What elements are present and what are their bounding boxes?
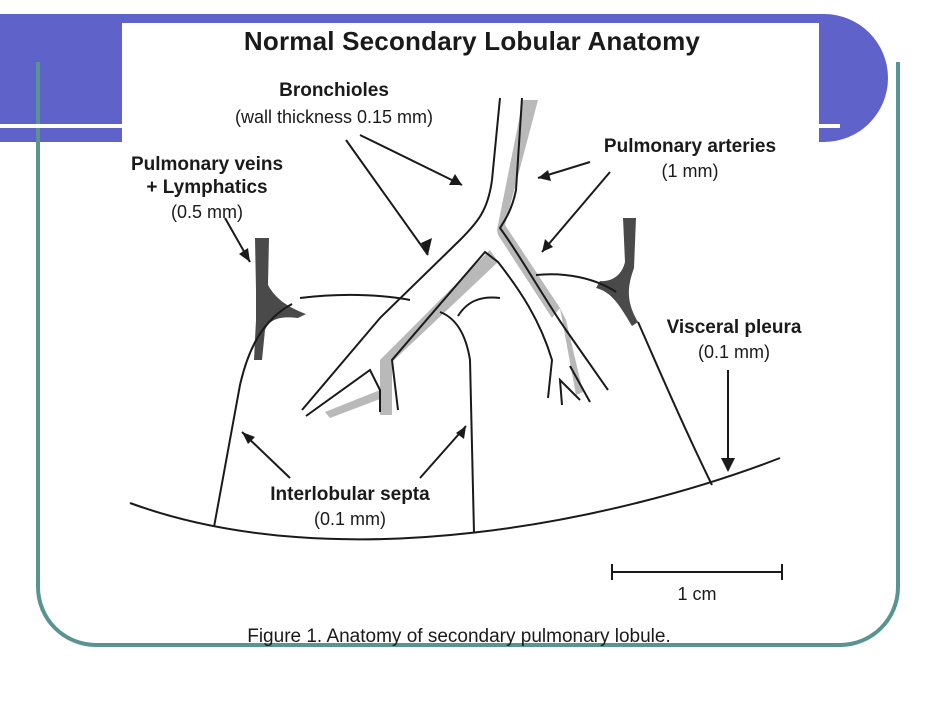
label-lymphatics: + Lymphatics: [146, 177, 267, 198]
label-interlobular-septa-detail: (0.1 mm): [314, 509, 386, 529]
label-interlobular-septa: Interlobular septa: [270, 484, 430, 505]
label-pulmonary-veins: Pulmonary veins: [131, 154, 283, 175]
scale-bar: [611, 564, 783, 580]
figure-title: Normal Secondary Lobular Anatomy: [243, 26, 701, 56]
slide-frame: [36, 62, 900, 647]
figure-panel: [122, 23, 819, 144]
label-bronchioles: Bronchioles: [279, 80, 389, 101]
label-bronchioles-detail: (wall thickness 0.15 mm): [235, 107, 433, 127]
label-visceral-pleura: Visceral pleura: [667, 317, 802, 338]
bronchiole-walls: [301, 97, 609, 417]
pulmonary-veins: [254, 218, 638, 360]
label-pulmonary-arteries-detail: (1 mm): [662, 161, 719, 181]
figure-caption: Figure 1. Anatomy of secondary pulmonary…: [247, 626, 671, 647]
label-pulmonary-veins-detail: (0.5 mm): [171, 202, 243, 222]
label-pulmonary-arteries: Pulmonary arteries: [604, 136, 776, 157]
arrows: [224, 134, 729, 479]
scale-bar-label: 1 cm: [677, 584, 716, 604]
interlobular-septa: [129, 273, 781, 541]
label-visceral-pleura-detail: (0.1 mm): [698, 342, 770, 362]
arrowheads: [239, 170, 735, 472]
diagram-labels: Bronchioles (wall thickness 0.15 mm) Pul…: [131, 80, 802, 604]
pulmonary-arteries-shading: [325, 100, 583, 418]
